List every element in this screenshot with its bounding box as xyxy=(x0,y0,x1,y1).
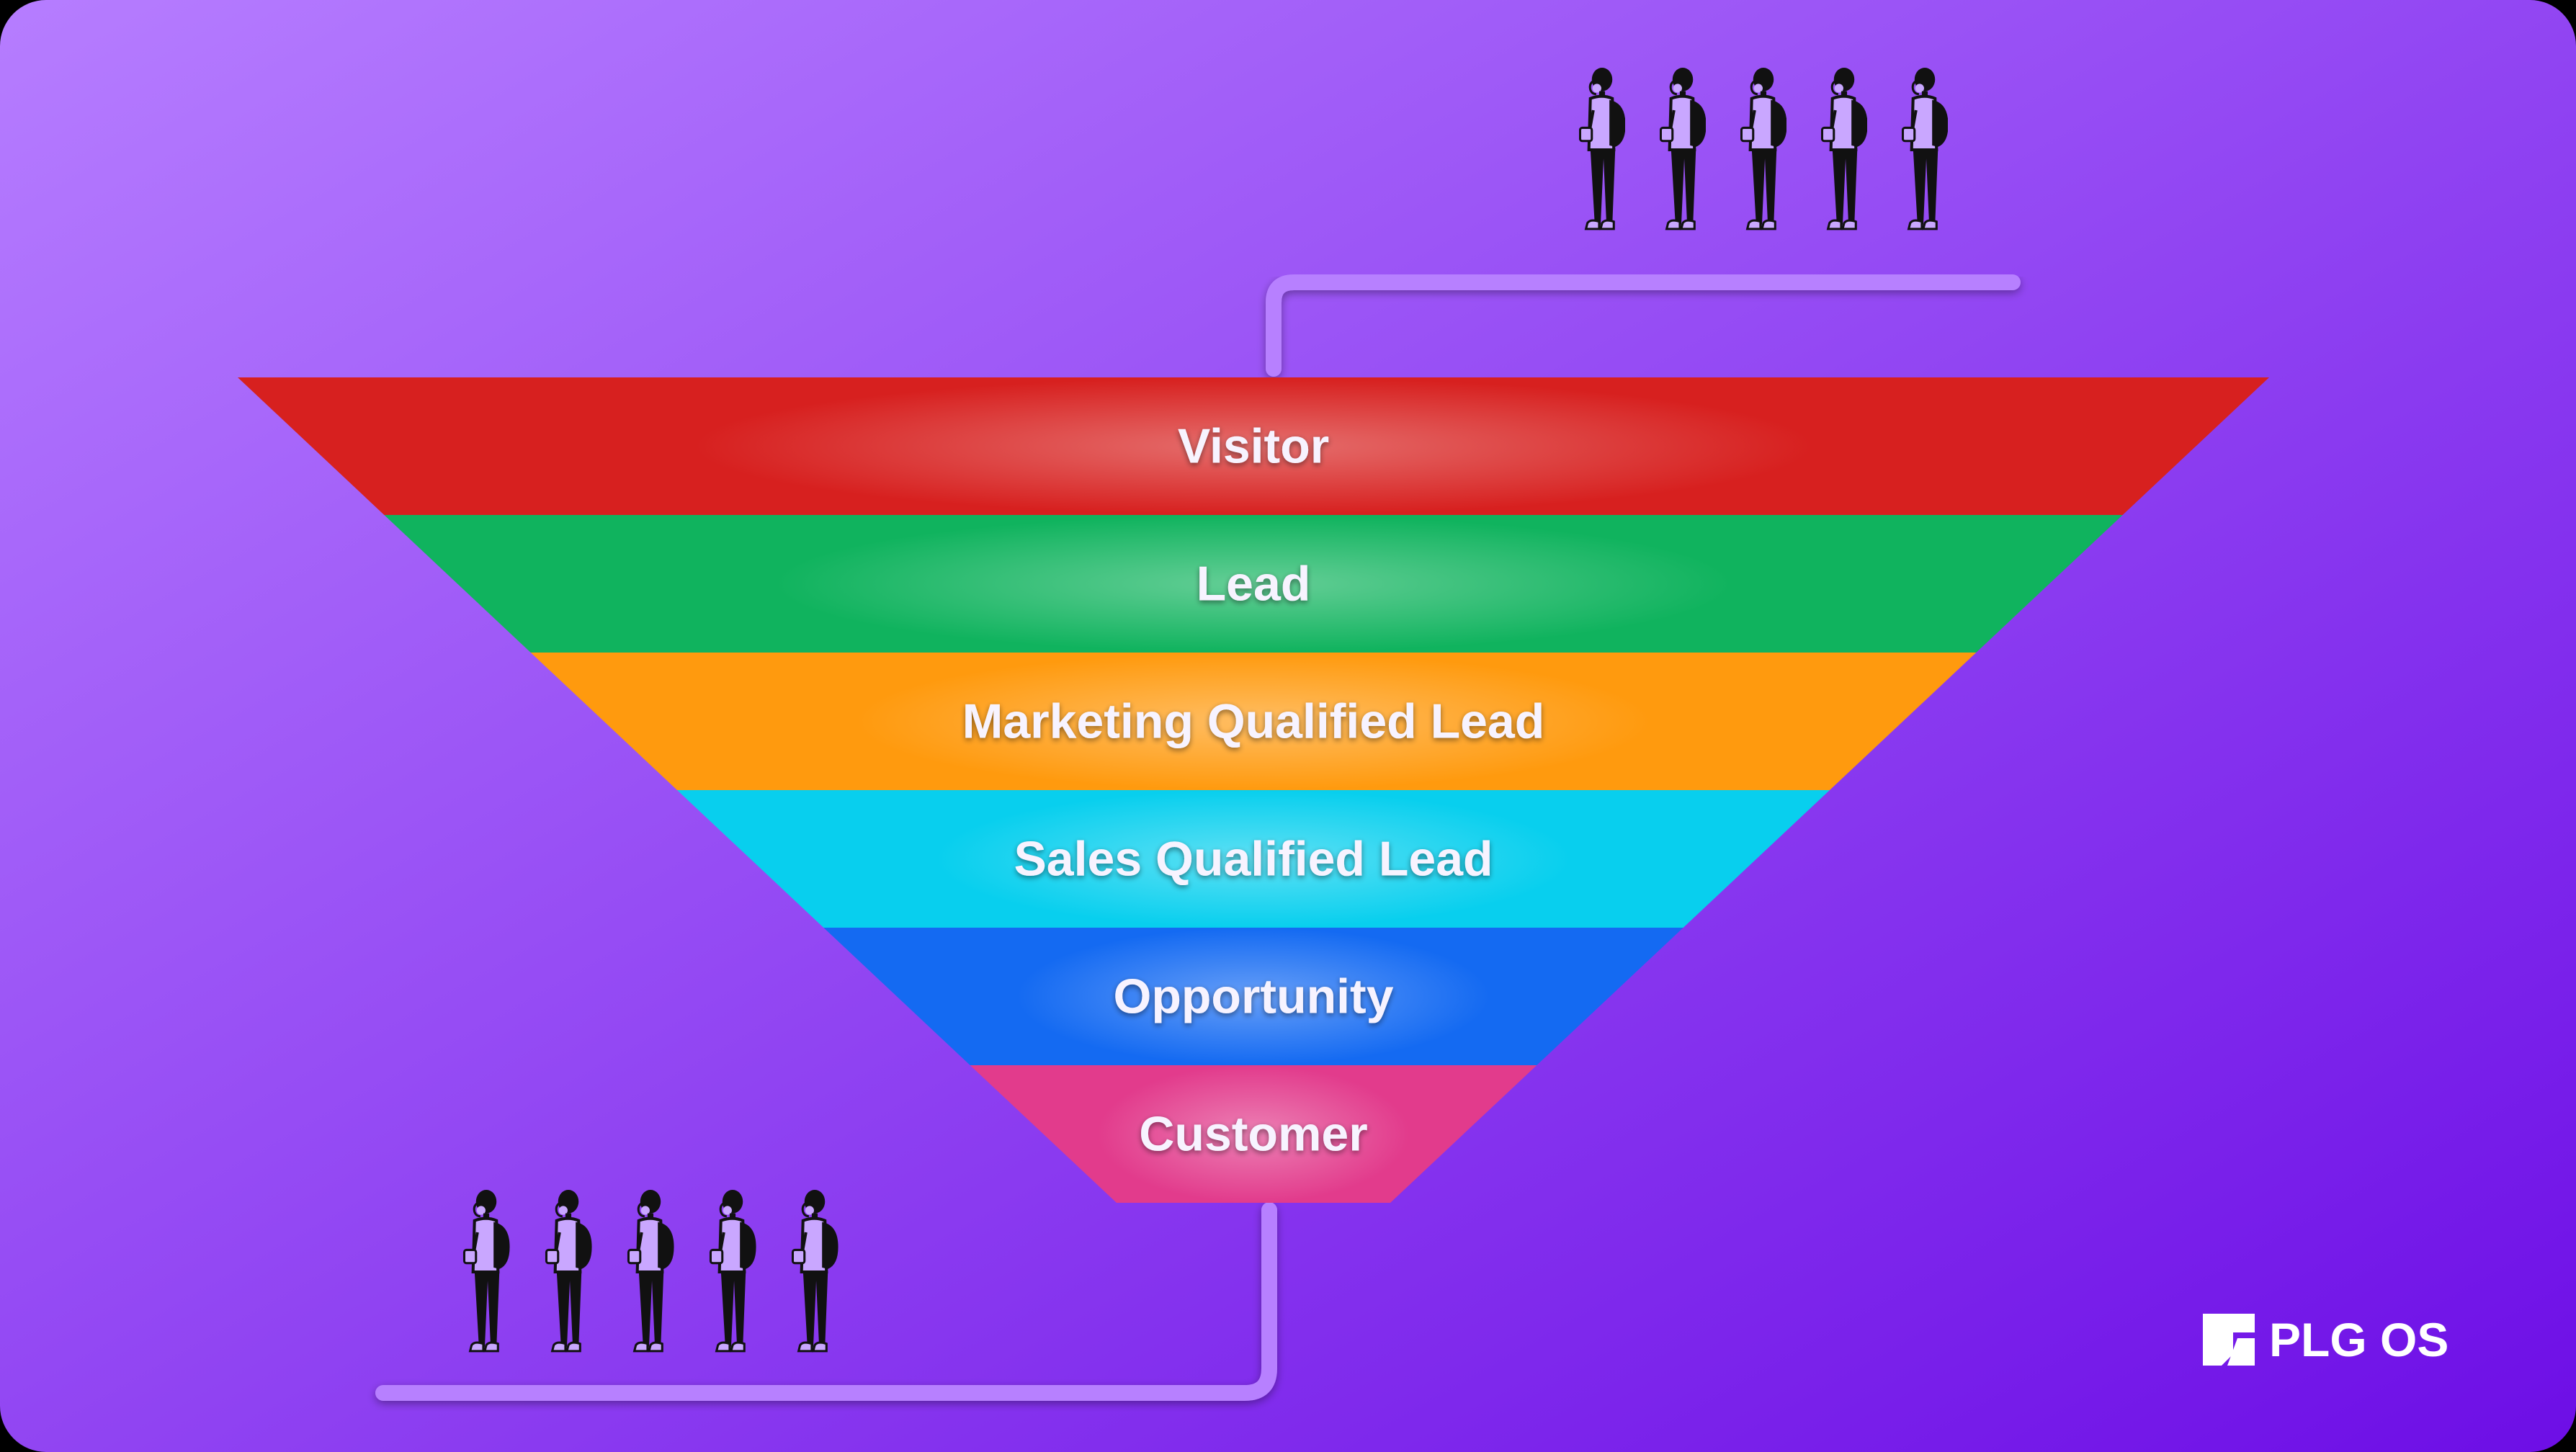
funnel-stage-label: Visitor xyxy=(1178,419,1329,474)
top-connector-line xyxy=(1266,274,2021,377)
funnel-stage-customer xyxy=(970,1065,1537,1203)
funnel-stage-label: Opportunity xyxy=(1113,969,1393,1024)
funnel-stage-label: Lead xyxy=(1197,557,1311,611)
funnel-stage-sales-qualified-lead xyxy=(677,790,1830,928)
funnel-stage-label: Sales Qualified Lead xyxy=(1014,832,1493,887)
funnel-stage-label: Marketing Qualified Lead xyxy=(962,694,1545,749)
brand-name: PLG OS xyxy=(2269,1313,2448,1366)
plg-os-logo-icon xyxy=(2203,1314,2255,1366)
funnel-stage-visitor xyxy=(238,377,2269,515)
funnel-stage-marketing-qualified-lead xyxy=(530,653,1977,790)
bottom-connector-line xyxy=(375,1202,1277,1401)
brand: PLG OS xyxy=(2203,1313,2448,1366)
funnel-stage-label: Customer xyxy=(1139,1107,1367,1162)
funnel-stage-lead xyxy=(384,515,2123,653)
funnel-stage-opportunity xyxy=(823,928,1683,1065)
